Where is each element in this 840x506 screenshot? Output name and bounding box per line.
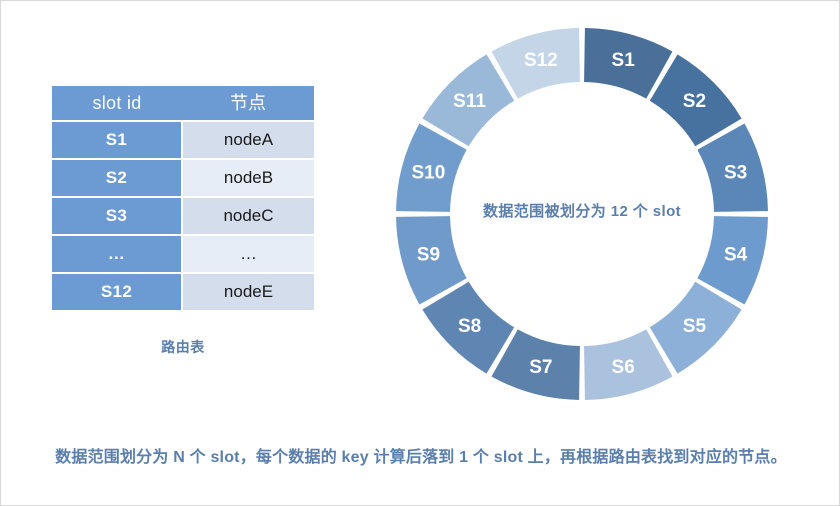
slot-segment-s5[interactable]	[649, 281, 742, 374]
slot-label-s12: S12	[524, 50, 558, 71]
slot-segment-s9[interactable]	[396, 216, 467, 305]
table-cell-node: nodeA	[183, 122, 314, 158]
table-cell-node: nodeB	[183, 160, 314, 196]
slot-ring-center-text: 数据范围被划分为 12 个 slot	[482, 203, 682, 220]
slot-label-s11: S11	[453, 91, 486, 112]
slot-label-s10: S10	[412, 162, 446, 183]
slot-segment-s8[interactable]	[422, 281, 515, 374]
slot-segment-s12[interactable]	[491, 28, 580, 99]
table-cell-slot-id: S12	[52, 274, 181, 310]
slot-label-s7: S7	[529, 357, 552, 378]
table-cell-slot-id: S2	[52, 160, 181, 196]
slot-ring-segments	[396, 28, 768, 400]
figure-caption: 数据范围划分为 N 个 slot，每个数据的 key 计算后落到 1 个 slo…	[55, 449, 787, 466]
slot-segment-s11[interactable]	[422, 54, 515, 147]
slot-label-s1: S1	[612, 50, 636, 71]
slot-label-s4: S4	[724, 245, 748, 266]
table-header-row: slot id 节点	[52, 86, 314, 120]
table-cell-node: …	[183, 236, 314, 272]
slot-segment-s6[interactable]	[584, 329, 673, 400]
slot-label-s5: S5	[683, 316, 707, 337]
slot-label-s8: S8	[458, 316, 481, 337]
slot-segment-s2[interactable]	[649, 54, 742, 147]
slot-label-s2: S2	[683, 91, 706, 112]
slot-label-s9: S9	[417, 245, 440, 266]
table-row[interactable]: S12 nodeE	[52, 274, 314, 310]
table-row[interactable]: S2 nodeB	[52, 160, 314, 196]
table-header-slot-id: slot id	[52, 86, 182, 120]
table-cell-slot-id: …	[52, 236, 181, 272]
table-row[interactable]: S1 nodeA	[52, 122, 314, 158]
table-header-node: 节点	[182, 86, 314, 120]
routing-table-caption: 路由表	[161, 339, 205, 355]
slot-label-s6: S6	[612, 357, 635, 378]
slot-segment-s3[interactable]	[697, 123, 768, 212]
table-cell-slot-id: S3	[52, 198, 181, 234]
slot-label-s3: S3	[724, 162, 747, 183]
table-row-ellipsis: … …	[52, 236, 314, 272]
slot-segment-s7[interactable]	[491, 329, 580, 400]
table-cell-slot-id: S1	[52, 122, 181, 158]
slot-segment-s4[interactable]	[697, 216, 768, 305]
routing-table: slot id 节点 S1 nodeA S2 nodeB S3 nodeC … …	[52, 86, 314, 310]
slot-segment-s10[interactable]	[396, 123, 467, 212]
table-row[interactable]: S3 nodeC	[52, 198, 314, 234]
slot-segment-s1[interactable]	[584, 28, 673, 99]
table-cell-node: nodeE	[183, 274, 314, 310]
table-cell-node: nodeC	[183, 198, 314, 234]
